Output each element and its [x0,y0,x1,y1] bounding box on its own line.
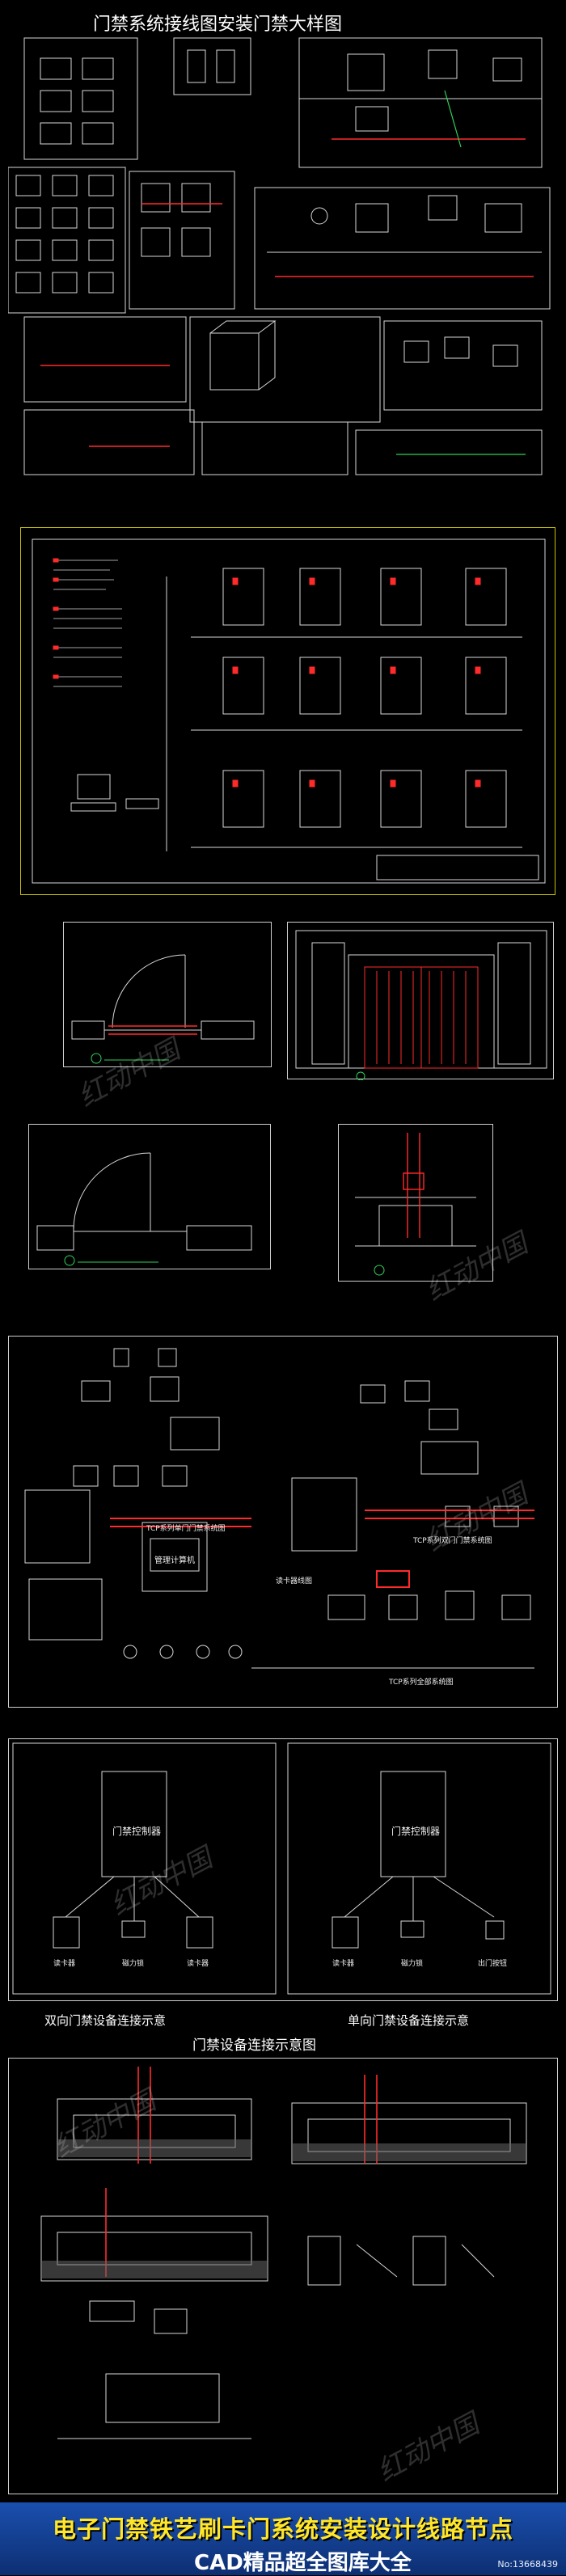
left-reader-label-1: 读卡器 [53,1960,76,1968]
banner-number: No:13668439 [497,2559,558,2570]
floor-section-drawing [355,1133,476,1276]
sheet-multi-door-system [20,527,555,895]
right-lock-label: 磁力锁 [401,1960,424,1968]
sheet-door-detail-4 [338,1124,493,1282]
sheet-installation-details [8,2058,558,2494]
title-banner: 电子门禁铁艺刷卡门系统安装设计线路节点 CAD精品超全图库大全 No:13668… [0,2502,566,2575]
banner-title: 电子门禁铁艺刷卡门系统安装设计线路节点 [52,2515,513,2543]
right-exit-button-label: 出门按钮 [478,1960,508,1968]
management-computer-label: 管理计算机 [154,1556,195,1565]
tcp-single-door-label: TCP系列单门门禁系统图 [146,1525,226,1533]
tcp-system-drawing [24,1348,534,1669]
door-elevation-drawing [295,930,547,1080]
sheet-wiring-overview: 门禁系统接线图安装门禁大样图 [8,10,558,477]
caption-double-door: 双向门禁设备连接示意 [44,2013,167,2028]
sheet1-title: 门禁系统接线图安装门禁大样图 [93,15,343,35]
sheet1-drawing [8,37,551,475]
banner-subtitle: CAD精品超全图库大全 [194,2551,412,2575]
sheet-door-detail-1 [63,922,272,1067]
tcp-double-door-label: TCP系列双门门禁系统图 [413,1537,492,1545]
right-reader-label: 读卡器 [332,1960,355,1968]
sheet7-title: 门禁设备连接示意图 [192,2038,316,2054]
reader-wiring-label: 读卡器线图 [276,1577,313,1586]
caption-single-door: 单向门禁设备连接示意 [348,2013,470,2028]
controller-drawing [12,1742,551,1995]
right-controller-label: 门禁控制器 [391,1826,441,1837]
door-plan-drawing-2 [36,1152,252,1266]
sheet-door-detail-2 [287,922,554,1080]
door-plan-drawing-1 [71,954,255,1064]
installation-drawing [40,2067,527,2439]
sheet-door-detail-3 [28,1124,271,1269]
sheet-tcp-system: TCP系列单门门禁系统图 管理计算机 TCP系列双门门禁系统图 读卡器线图 TC… [8,1336,558,1708]
tcp-full-system-label: TCP系列全部系统图 [389,1679,454,1687]
sheet-controller-connection: 门禁控制器 读卡器 磁力锁 读卡器 门禁控制器 读卡器 磁力锁 出门按钮 [8,1738,558,2001]
left-lock-label: 磁力锁 [122,1960,145,1968]
left-controller-label: 门禁控制器 [112,1826,162,1837]
left-reader-label-2: 读卡器 [187,1960,209,1968]
sheet2-drawing [32,538,546,884]
